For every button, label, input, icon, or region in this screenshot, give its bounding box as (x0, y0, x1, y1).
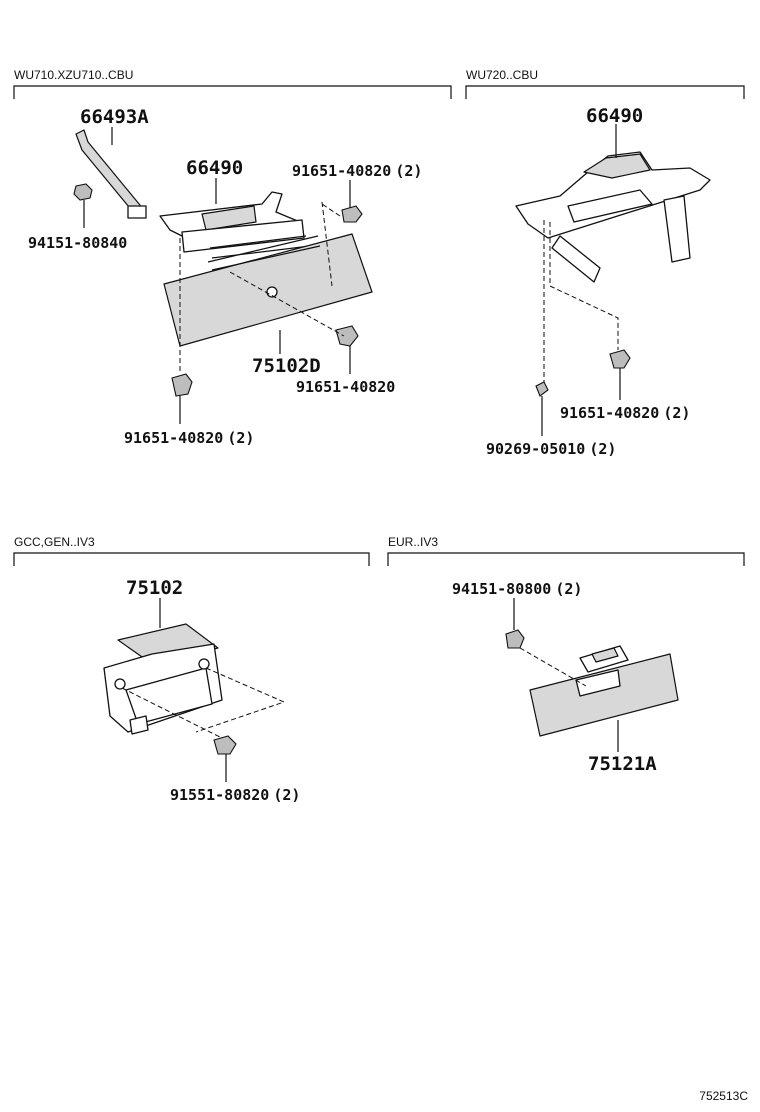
section-header: WU710.XZU710..CBU (14, 68, 133, 82)
plate-slot (207, 235, 321, 271)
screw-91651-40820-mid (335, 325, 359, 347)
section-bracket (465, 85, 745, 99)
part-label-94151-80800: 94151-80800(2) (452, 580, 582, 598)
part-label-94151-80840: 94151-80840 (28, 234, 127, 252)
stay-bracket-66493A (75, 129, 145, 219)
part-label-66493A: 66493A (80, 106, 149, 128)
mounting-bracket-top (583, 153, 651, 179)
plate-clip-pad (591, 647, 619, 663)
part-label-91651-40820-a: 91651-40820(2) (292, 162, 422, 180)
part-label-91651-40820: 91651-40820(2) (560, 404, 690, 422)
assembly-lines (543, 220, 619, 382)
nut-94151-80800 (505, 629, 525, 649)
assembly-lines (121, 667, 286, 739)
part-label-75102: 75102 (126, 577, 183, 599)
section-bracket (13, 85, 452, 99)
bracket-hole-right (198, 658, 210, 670)
mounting-bracket-pad (201, 205, 257, 231)
section-wu720: WU720..CBU 66490 91651-40820(2) 90269-05… (465, 68, 745, 458)
screw-91651-40820-top (341, 205, 363, 223)
part-label-91551-80820: 91551-80820(2) (170, 786, 300, 804)
section-gcc-gen: GCC,GEN..IV3 75102 91551-80820(2) (13, 535, 370, 804)
part-label-66490: 66490 (186, 157, 243, 179)
part-label-90269-05010: 90269-05010(2) (486, 440, 616, 458)
section-bracket (387, 552, 745, 566)
assembly-lines (519, 647, 587, 687)
bracket-75102-window (125, 667, 213, 725)
part-label-91651-40820-b: 91651-40820 (296, 378, 395, 396)
section-eur: EUR..IV3 94151-80800(2) 75121A (387, 535, 745, 775)
nut-94151-80840 (73, 183, 93, 201)
plate-75121A (529, 653, 679, 737)
section-bracket (13, 552, 370, 566)
bracket-hole-left (114, 678, 126, 690)
plate-hole (266, 286, 278, 298)
section-header: WU720..CBU (466, 68, 538, 82)
mounting-bracket-window (567, 189, 653, 223)
diagram-code: 752513C (699, 1089, 748, 1103)
assembly-lines (179, 201, 345, 372)
bracket-tab-left (129, 715, 149, 735)
mounting-bracket-rail (209, 235, 311, 259)
part-label-66490: 66490 (586, 105, 643, 127)
section-wu710: WU710.XZU710..CBU 66493A 94151-8084 (13, 68, 452, 447)
mounting-bracket-leg-right (663, 195, 691, 263)
plate-slot (575, 669, 621, 697)
part-label-91651-40820-c: 91651-40820(2) (124, 429, 254, 447)
stay-bracket-foot (127, 205, 147, 219)
section-header: EUR..IV3 (388, 535, 438, 549)
screw-91651-40820-bottom (171, 373, 193, 397)
part-label-75102D: 75102D (252, 355, 321, 377)
mounting-bracket-leg-left (551, 235, 601, 283)
screw-91651-40820 (609, 349, 631, 369)
part-label-75121A: 75121A (588, 753, 657, 775)
bolt-91551-80820 (213, 735, 237, 755)
mounting-bracket-66490 (515, 151, 711, 239)
section-header: GCC,GEN..IV3 (14, 535, 95, 549)
clip-90269-05010 (535, 381, 549, 397)
mounting-bracket-base (181, 219, 305, 253)
